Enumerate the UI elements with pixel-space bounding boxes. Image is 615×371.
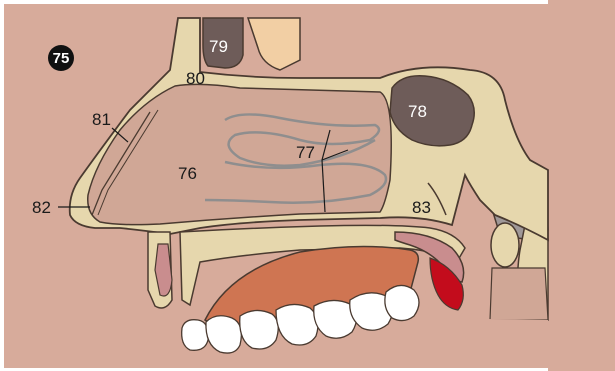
posterior-region <box>548 0 615 371</box>
label-82: 82 <box>32 198 51 217</box>
tooth-incisor-1 <box>182 320 209 351</box>
label-78: 78 <box>408 102 427 121</box>
label-76: 76 <box>178 164 197 183</box>
pharyngeal-wall <box>490 268 548 320</box>
label-80: 80 <box>186 69 205 88</box>
figure-number: 75 <box>53 50 70 67</box>
label-83: 83 <box>412 198 431 217</box>
vertebra-body <box>491 223 519 267</box>
label-79: 79 <box>209 37 228 56</box>
tooth-canine <box>240 310 279 349</box>
label-77: 77 <box>296 143 315 162</box>
label-81: 81 <box>92 110 111 129</box>
tooth-molar-2 <box>385 285 419 320</box>
